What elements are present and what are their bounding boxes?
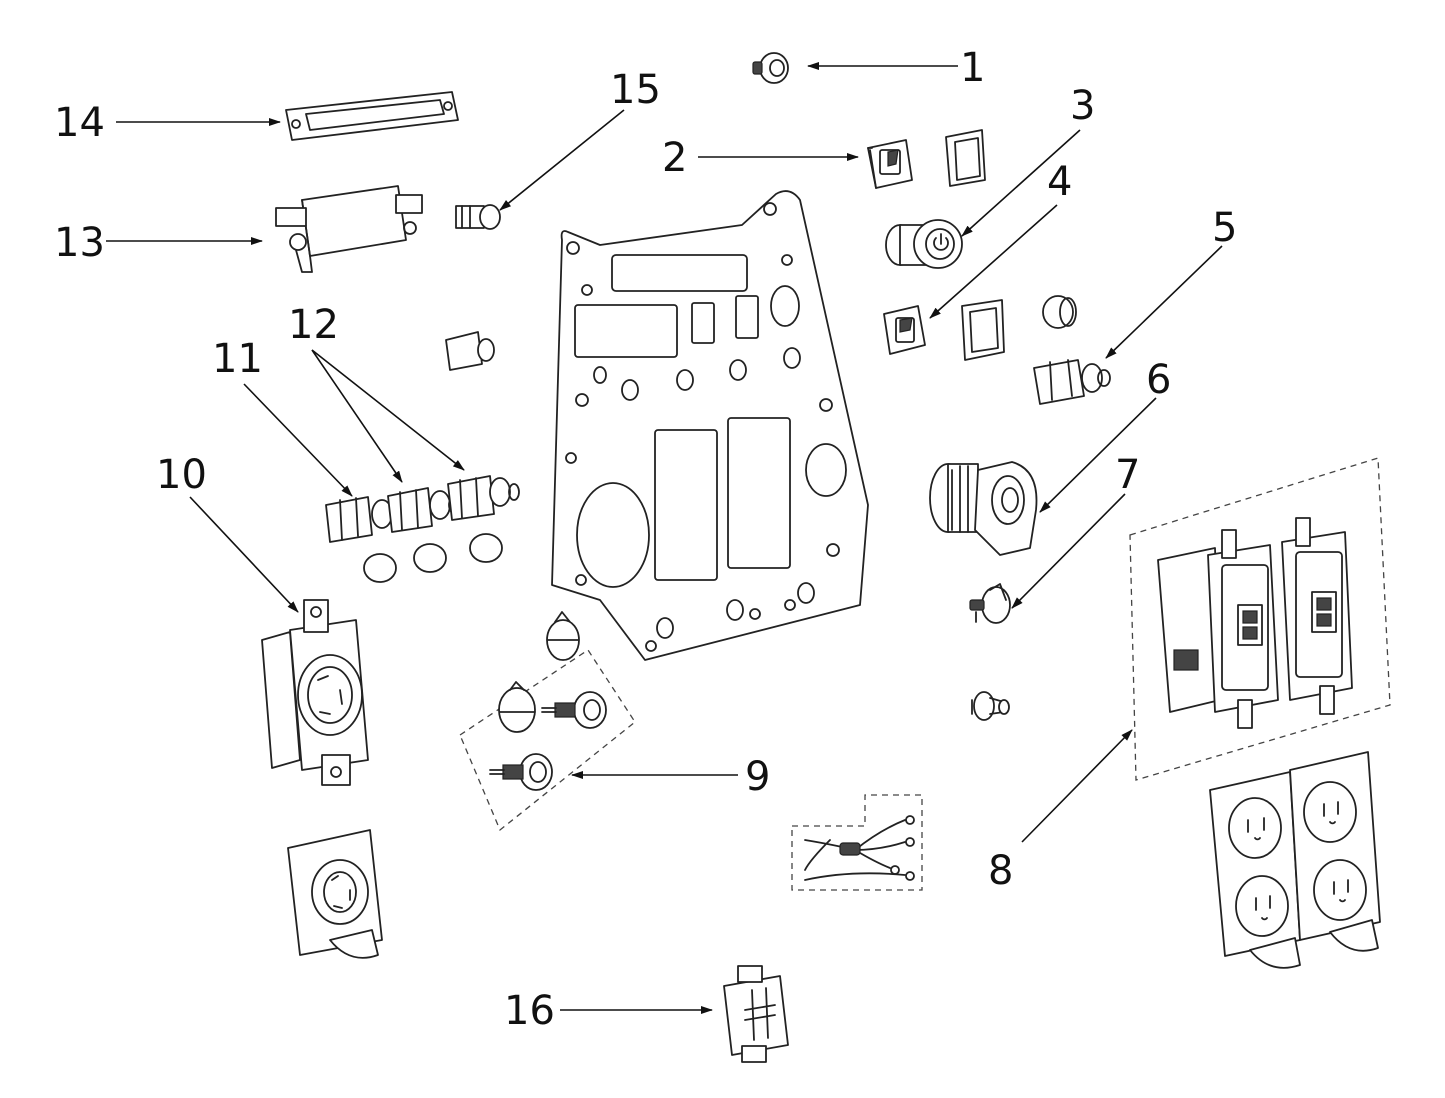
callout-12: 12 — [288, 302, 339, 348]
receptacle-covers-part — [1209, 751, 1381, 969]
callout-14: 14 — [54, 100, 105, 146]
leader-3 — [961, 129, 1081, 237]
control-module-part — [723, 965, 789, 1063]
leader-12b — [311, 349, 465, 471]
callout-3: 3 — [1070, 83, 1095, 129]
breaker-row-part — [325, 331, 520, 583]
indicator-light-part — [752, 52, 789, 84]
rocker-switch-part — [867, 129, 986, 189]
callout-7: 7 — [1115, 452, 1140, 498]
fuse-holder-part — [455, 204, 501, 230]
leader-7 — [1011, 493, 1126, 609]
leader-15 — [499, 109, 625, 211]
leader-12a — [311, 349, 403, 483]
terminal-cap-part — [969, 583, 1011, 721]
panel-handle-part — [285, 91, 459, 141]
enclosure-box-part — [275, 185, 423, 273]
leader-10 — [189, 496, 299, 613]
callout-6: 6 — [1146, 357, 1171, 403]
callout-11: 11 — [212, 336, 263, 382]
circuit-breaker-part — [1033, 359, 1111, 405]
binding-post-part — [459, 611, 636, 832]
callout-15: 15 — [610, 67, 661, 113]
twist-lock-receptacle-part — [261, 599, 369, 786]
callout-8: 8 — [988, 848, 1013, 894]
callout-1: 1 — [960, 45, 985, 91]
callout-2: 2 — [662, 135, 687, 181]
leader-5 — [1105, 245, 1223, 359]
leader-6 — [1039, 397, 1157, 513]
leader-lines — [106, 62, 1223, 1014]
callout-5: 5 — [1212, 205, 1237, 251]
callout-10: 10 — [156, 452, 207, 498]
leader-8 — [1021, 729, 1133, 843]
rocker-switch-2-part — [883, 295, 1077, 361]
callout-9: 9 — [745, 754, 770, 800]
twist-lock-cover-part — [287, 829, 383, 959]
dc-socket-part — [929, 461, 1038, 556]
leader-4 — [929, 204, 1058, 319]
callout-labels: 1 2 3 4 5 6 7 8 9 10 11 12 13 14 15 16 — [54, 45, 1237, 1034]
callout-16: 16 — [504, 988, 555, 1034]
power-button-part — [885, 219, 963, 269]
wiring-harness-part — [791, 794, 923, 891]
callout-4: 4 — [1047, 159, 1072, 205]
gfci-receptacle-part — [1129, 457, 1391, 781]
callout-13: 13 — [54, 220, 105, 266]
leader-11 — [243, 383, 353, 497]
control-panel-plate — [551, 190, 869, 661]
